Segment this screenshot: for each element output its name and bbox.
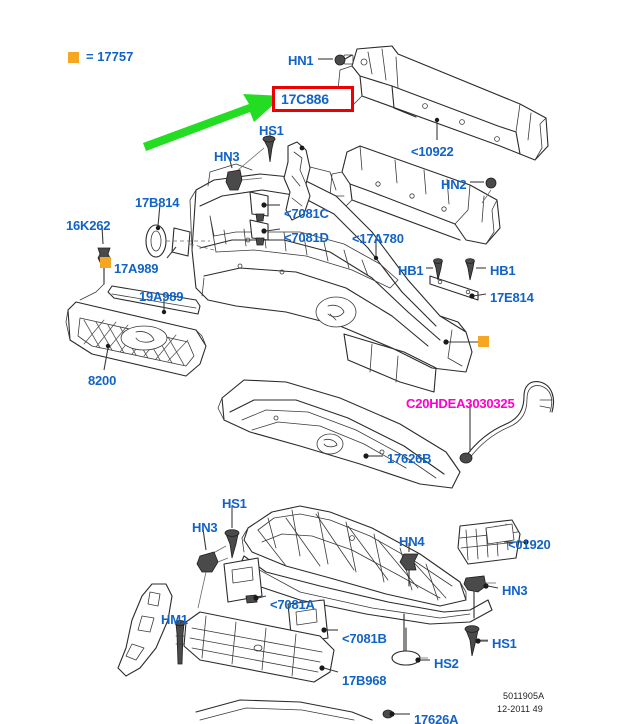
part-8200-grille bbox=[65, 301, 207, 377]
label-01920[interactable]: <01920 bbox=[508, 537, 551, 552]
part-17A989-marker bbox=[100, 257, 111, 268]
label-7081a[interactable]: <7081A bbox=[270, 597, 315, 612]
part-7081D-clip bbox=[249, 219, 269, 246]
fastener-hn1 bbox=[334, 54, 353, 66]
fastener-hs1-top bbox=[237, 135, 276, 171]
highlighted-part-label: 17C886 bbox=[281, 91, 329, 107]
part-01920-insert bbox=[457, 519, 521, 565]
part-17626A-partial bbox=[195, 699, 394, 721]
fastener-hs1-mid bbox=[207, 529, 240, 559]
label-10922[interactable]: <10922 bbox=[411, 144, 454, 159]
label-8200[interactable]: 8200 bbox=[88, 373, 117, 388]
legend-label: = 17757 bbox=[86, 49, 134, 64]
part-17C886-bracket bbox=[283, 141, 311, 221]
part-16K262-sensor bbox=[79, 247, 111, 301]
part-fender-liner bbox=[117, 583, 173, 677]
green-annotation-arrow bbox=[143, 94, 283, 151]
part-17A989-clip bbox=[171, 227, 191, 257]
label-17e814[interactable]: 17E814 bbox=[490, 290, 534, 305]
label-hn3-mid[interactable]: HN3 bbox=[192, 520, 218, 535]
label-wiring-harness[interactable]: C20HDEA3030325 bbox=[406, 396, 515, 411]
bumper-17757-marker bbox=[478, 336, 489, 347]
fastener-hn3-right bbox=[463, 575, 496, 619]
label-hn2[interactable]: HN2 bbox=[441, 177, 467, 192]
label-17a780[interactable]: <17A780 bbox=[352, 231, 404, 246]
label-7081c[interactable]: <7081C bbox=[284, 206, 329, 221]
leader-lines bbox=[101, 58, 524, 715]
part-17B814-grommet bbox=[145, 224, 167, 258]
fastener-hs1-bottom bbox=[464, 625, 488, 657]
label-hs1-mid[interactable]: HS1 bbox=[222, 496, 247, 511]
fastener-hn4 bbox=[399, 553, 419, 587]
leader-dots bbox=[105, 117, 529, 717]
footer-drawing-number: 5011905A bbox=[503, 691, 545, 701]
part-17B968-lower-grille bbox=[183, 611, 335, 683]
fastener-hn3-top bbox=[225, 169, 263, 191]
footer-date-code: 12-2011 49 bbox=[497, 704, 543, 714]
legend-swatch bbox=[68, 52, 79, 63]
part-19A989-moulding bbox=[107, 285, 201, 315]
highlighted-part-box[interactable] bbox=[272, 86, 354, 112]
label-16k262[interactable]: 16K262 bbox=[66, 218, 111, 233]
fastener-hb1-left bbox=[433, 258, 443, 281]
label-hs1-bottom[interactable]: HS1 bbox=[492, 636, 517, 651]
label-19a989[interactable]: 19A989 bbox=[139, 289, 184, 304]
fastener-hs2 bbox=[391, 627, 428, 666]
fastener-hb1-right bbox=[465, 258, 475, 281]
label-hn3-right[interactable]: HN3 bbox=[502, 583, 528, 598]
label-17b814[interactable]: 17B814 bbox=[135, 195, 180, 210]
label-hn4[interactable]: HN4 bbox=[399, 534, 425, 549]
label-hs2[interactable]: HS2 bbox=[434, 656, 459, 671]
fastener-hn2 bbox=[481, 177, 497, 204]
part-C20HDEA3030325-wiring-harness bbox=[459, 381, 555, 464]
label-hn1[interactable]: HN1 bbox=[288, 53, 314, 68]
label-17b968[interactable]: 17B968 bbox=[342, 673, 387, 688]
label-hs1-top[interactable]: HS1 bbox=[259, 123, 284, 138]
label-7081d[interactable]: <7081D bbox=[284, 230, 329, 245]
label-17626b[interactable]: 17626B bbox=[387, 451, 432, 466]
label-hb1-left[interactable]: HB1 bbox=[398, 263, 424, 278]
part-17E814-bracket bbox=[429, 275, 479, 301]
part-10922-reinforcement-beam bbox=[337, 45, 549, 161]
label-hn3-top[interactable]: HN3 bbox=[214, 149, 240, 164]
label-7081b[interactable]: <7081B bbox=[342, 631, 387, 646]
label-hb1-right[interactable]: HB1 bbox=[490, 263, 516, 278]
part-17626B-lower-valance bbox=[217, 379, 461, 489]
label-17a989[interactable]: 17A989 bbox=[114, 261, 159, 276]
fastener-hn3-mid bbox=[196, 551, 229, 609]
label-17626a[interactable]: 17626A bbox=[414, 712, 459, 724]
part-7081C-clip bbox=[249, 191, 269, 222]
label-hm1[interactable]: HM1 bbox=[161, 612, 188, 627]
